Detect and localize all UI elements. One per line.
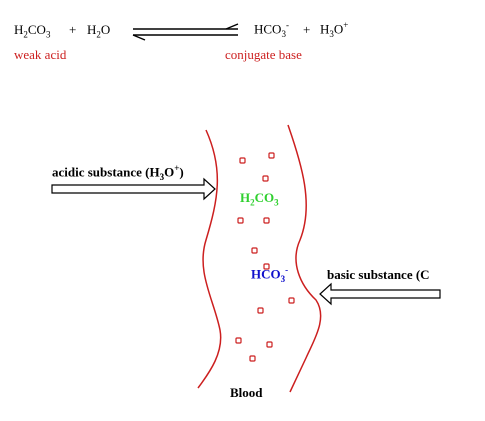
right-arrow-icon — [51, 177, 216, 201]
particle — [263, 217, 270, 224]
product-h3o: H3O+ — [320, 20, 349, 39]
particle — [251, 247, 258, 254]
left-arrow-icon — [319, 282, 441, 306]
blood-particles — [235, 152, 295, 362]
conjugate-base-label: conjugate base — [225, 47, 302, 62]
equilibrium-arrow-icon — [132, 23, 239, 41]
h2co3-label: H2CO3 — [240, 190, 279, 208]
weak-acid-label: weak acid — [14, 47, 67, 62]
basic-substance-label: basic substance (C — [327, 267, 430, 282]
particle — [257, 307, 264, 314]
product-hco3: HCO3- — [254, 20, 289, 39]
plus-sign-1: + — [69, 22, 77, 37]
vessel-left-wall — [197, 129, 222, 389]
hco3-label: HCO3- — [251, 265, 289, 284]
particle — [237, 217, 244, 224]
reactant-h2co3: H2CO3 — [14, 22, 51, 40]
reactant-h2o: H2O — [87, 22, 111, 40]
particle — [235, 337, 242, 344]
acidic-substance-label: acidic substance (H3O+) — [52, 163, 184, 182]
blood-label: Blood — [230, 385, 263, 400]
particle — [262, 175, 269, 182]
particle — [268, 152, 275, 159]
plus-sign-2: + — [303, 22, 311, 37]
particle — [249, 355, 256, 362]
particle — [288, 297, 295, 304]
particle — [239, 157, 246, 164]
particle — [263, 263, 270, 270]
particle — [266, 341, 273, 348]
vessel-right-wall — [287, 124, 322, 393]
